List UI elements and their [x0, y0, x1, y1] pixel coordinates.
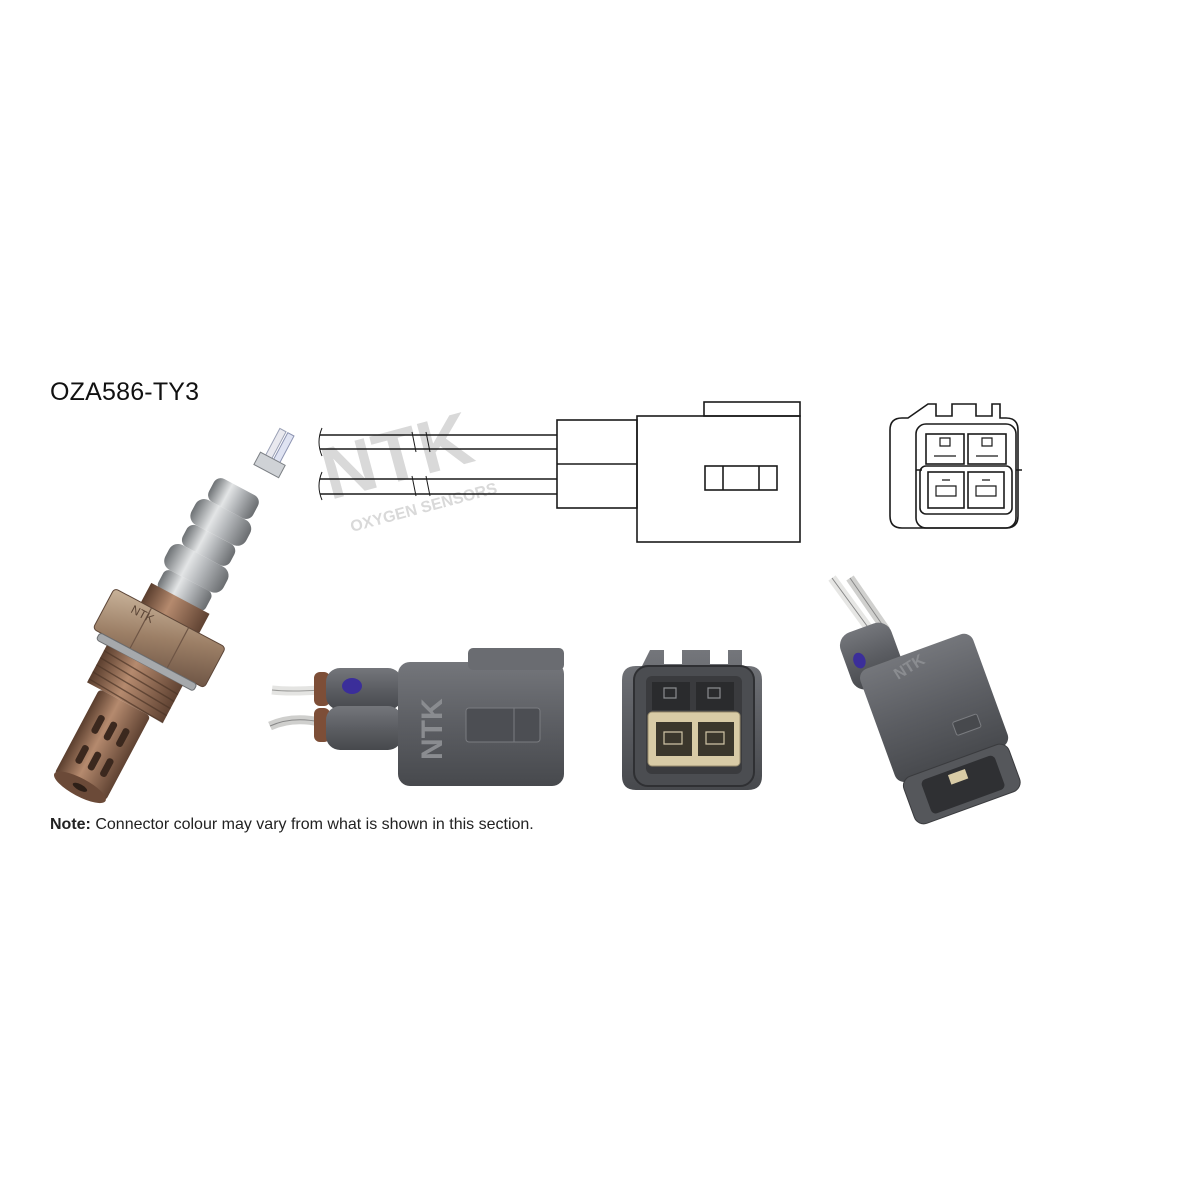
oxygen-sensor-icon: NTK: [53, 427, 295, 804]
connector-side-drawing-icon: [318, 401, 801, 543]
connector-angled-photo-icon: NTK: [828, 575, 1021, 825]
note-text: Connector colour may vary from what is s…: [90, 816, 534, 833]
connector-colour-note: Note: Connector colour may vary from wha…: [50, 816, 534, 834]
ntk-watermark: NTK OXYGEN SENSORS: [313, 396, 500, 536]
connector-face-photo-icon: [622, 650, 762, 790]
connector-side-mark: NTK: [416, 698, 449, 760]
connector-face-drawing-icon: [889, 403, 1022, 529]
connector-side-photo-icon: NTK: [268, 648, 564, 786]
part-number: OZA586-TY3: [50, 378, 200, 406]
note-label: Note:: [50, 816, 91, 833]
